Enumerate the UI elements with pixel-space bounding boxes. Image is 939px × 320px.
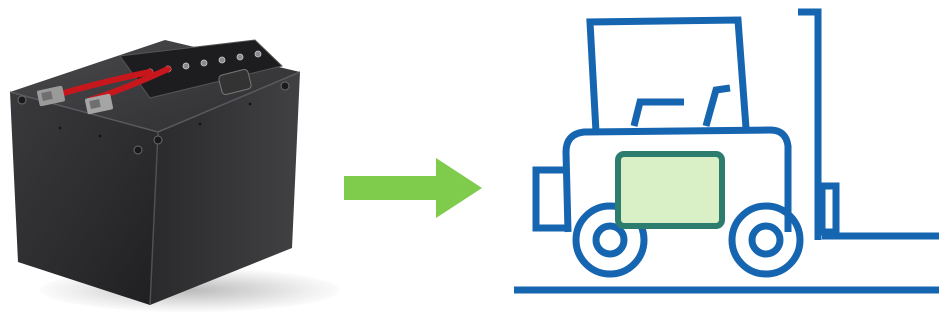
forklift-cab-frame	[586, 16, 750, 133]
forklift-counterweight	[532, 166, 570, 232]
battery-front-face	[10, 92, 158, 305]
forklift-icon	[514, 8, 939, 294]
right-arrow-icon	[344, 158, 482, 218]
forklift-seat	[630, 84, 731, 127]
battery-pack	[9, 39, 301, 306]
forklift-rear-hub	[592, 222, 628, 258]
battery-bolts	[17, 81, 290, 155]
forklift-battery-compartment	[615, 151, 725, 229]
forklift-front-wheel	[728, 202, 804, 278]
forklift-rear-wheel	[572, 202, 648, 278]
battery-connectors	[36, 85, 114, 115]
forklift-body	[562, 126, 792, 233]
forklift-front-hub	[748, 222, 784, 258]
battery-side-face	[150, 72, 300, 305]
forklift-carriage	[818, 182, 840, 236]
forklift-mast	[798, 8, 822, 240]
battery-display	[218, 69, 252, 95]
